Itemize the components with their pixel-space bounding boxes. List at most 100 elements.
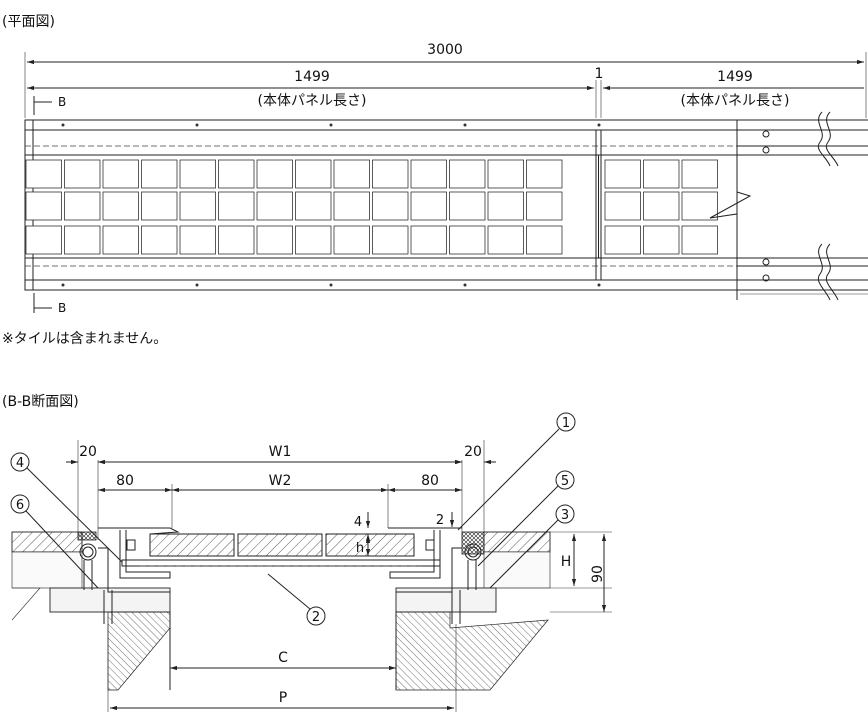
grating-cell [179, 191, 216, 221]
callout-3: 3 [489, 504, 575, 589]
callout-5-label: 5 [561, 474, 569, 489]
grating-cell [526, 191, 563, 221]
grating-cell [25, 159, 62, 189]
grating-cell [64, 191, 101, 221]
grating-cell [681, 191, 718, 221]
dimension-right-label: 1499 [717, 69, 753, 85]
dimension-20-left-label: 20 [79, 444, 97, 460]
dimension-h-label: h [356, 541, 364, 556]
grating-cell [372, 191, 409, 221]
grating-cell [25, 225, 62, 255]
dimension-left-note: (本体パネル長さ) [258, 93, 367, 109]
dimension-80-left-label: 80 [116, 473, 134, 489]
tile-grid [25, 159, 718, 255]
grating-cell [410, 191, 447, 221]
dimension-right-note: (本体パネル長さ) [681, 93, 790, 109]
dimension-w1: W1 [77, 440, 485, 540]
callout-4-label: 4 [16, 456, 24, 471]
grating-cell [218, 191, 255, 221]
grating-cell [295, 191, 332, 221]
grating-cell [526, 225, 563, 255]
grating-cell [64, 159, 101, 189]
grating-cell [295, 225, 332, 255]
dimension-c-label: C [278, 650, 288, 666]
dimension-H-label: H [561, 554, 572, 570]
grating-cell [333, 191, 370, 221]
grating-cell [643, 159, 680, 189]
grating-cell [333, 225, 370, 255]
section-marker-top-label: B [58, 95, 66, 109]
plan-note: ※タイルは含まれません。 [2, 331, 167, 347]
dimension-w1-label: W1 [269, 444, 292, 460]
dimension-90-label: 90 [590, 565, 606, 583]
grating-cell [604, 159, 641, 189]
callout-5: 5 [477, 470, 575, 567]
callout-2-label: 2 [312, 610, 320, 625]
callout-2: 2 [267, 573, 326, 626]
dimension-total-label: 3000 [427, 42, 463, 58]
dimension-20-right: 20 [450, 444, 496, 465]
section-view-title: (B-B断面図) [2, 394, 79, 410]
grating-cell [64, 225, 101, 255]
grating-cell [526, 159, 563, 189]
grating-cell [681, 225, 718, 255]
callout-1: 1 [457, 412, 576, 531]
grating-cell [604, 191, 641, 221]
grating-cell [681, 159, 718, 189]
plan-frame [24, 119, 738, 291]
grating-cell [102, 191, 139, 221]
grating-cell [643, 191, 680, 221]
grating-cell [141, 191, 178, 221]
callout-6-label: 6 [16, 498, 24, 513]
grating-cell [179, 159, 216, 189]
grating-cell [218, 159, 255, 189]
grating-cell [410, 159, 447, 189]
dimension-total: 3000 [24, 42, 867, 118]
callout-1-label: 1 [562, 416, 570, 431]
grating-cell [141, 159, 178, 189]
dimension-p-label: P [279, 690, 287, 706]
grating-cell [487, 191, 524, 221]
grating-cell [141, 225, 178, 255]
grating-cell [179, 225, 216, 255]
grating-cell [102, 159, 139, 189]
grating-cell [102, 225, 139, 255]
dimension-20-left: 20 [66, 444, 110, 465]
section-marker-top: B [33, 95, 66, 115]
dimension-2-label: 2 [436, 513, 444, 528]
grating-cell [256, 159, 293, 189]
plan-break-section [709, 111, 868, 301]
grating-cell [295, 159, 332, 189]
grating-cell [604, 225, 641, 255]
grating-cell [372, 159, 409, 189]
section-marker-bottom-label: B [58, 301, 66, 315]
grating-cell [256, 191, 293, 221]
grating-cell [333, 159, 370, 189]
dimension-w2-label: W2 [269, 473, 292, 489]
pavement-left [11, 531, 171, 691]
callout-3-label: 3 [561, 508, 569, 523]
dimension-left-panel: 1499 (本体パネル長さ) [27, 69, 602, 118]
plan-view-title: (平面図) [2, 14, 55, 30]
dimension-height: H 90 [550, 531, 612, 613]
grating-cell [218, 225, 255, 255]
grating-cell [643, 225, 680, 255]
grating-cell [25, 191, 62, 221]
grating-cell [449, 191, 486, 221]
dimension-small: 4 h 2 [354, 512, 455, 556]
dimension-c: C [170, 650, 396, 671]
grating-cell [410, 225, 447, 255]
dimension-p: P [107, 624, 457, 712]
dimension-80-right-label: 80 [421, 473, 439, 489]
grating-cell [487, 225, 524, 255]
dimension-left-label: 1499 [294, 69, 330, 85]
grating-cell [487, 159, 524, 189]
dimension-4-label: 4 [354, 515, 362, 530]
grating-cell [449, 225, 486, 255]
grating-cell [256, 225, 293, 255]
pavement-right [395, 531, 551, 691]
dimension-right-panel: 1499 (本体パネル長さ) [603, 69, 864, 109]
dimension-w2: 80 W2 80 [98, 473, 462, 528]
grating-cell [449, 159, 486, 189]
